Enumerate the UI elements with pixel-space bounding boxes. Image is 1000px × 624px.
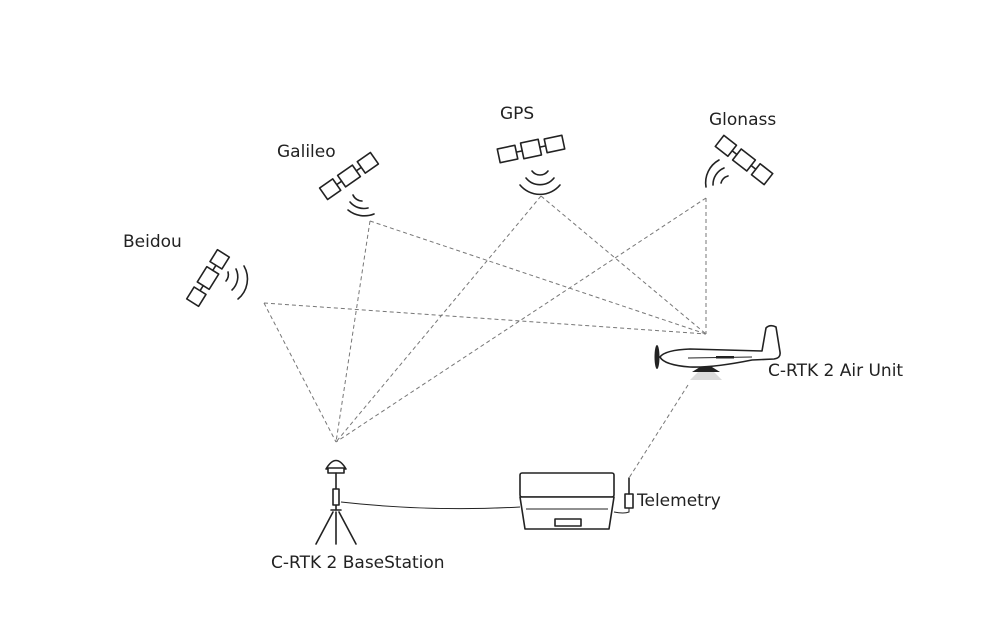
telemetry-link-line [628,384,689,479]
signal-waves-icon [519,170,561,196]
signal-line-gps-air [540,195,707,335]
signal-waves-icon [225,265,249,300]
satellite-icon [496,134,566,164]
signal-line-beidou-base [263,302,337,443]
base-station-label: C-RTK 2 BaseStation [271,553,445,573]
base-station-cable [340,501,521,510]
signal-line-gps-base [335,195,542,443]
signal-waves-icon [347,194,375,217]
signal-line-galileo-air [369,220,707,335]
satellite-icon [185,248,231,308]
antenna-icon [613,477,634,514]
signal-waves-icon [704,159,729,188]
signal-lines [263,195,707,479]
laptop-icon [519,472,615,530]
satellite-icon [714,134,774,186]
gnss-tripod-icon [315,459,357,545]
air-unit-label: C-RTK 2 Air Unit [768,361,904,381]
satellite-label-galileo: Galileo [277,142,336,162]
satellite-label-glonass: Glonass [709,110,777,130]
telemetry-label: Telemetry [637,491,721,511]
satellite-icon [318,151,380,201]
satellite-label-gps: GPS [500,104,535,124]
aircraft-icon [654,324,781,380]
signal-line-glonass-base [335,197,707,443]
satellite-label-beidou: Beidou [123,232,182,252]
signal-line-beidou-air [263,302,707,335]
signal-line-galileo-base [335,220,371,443]
